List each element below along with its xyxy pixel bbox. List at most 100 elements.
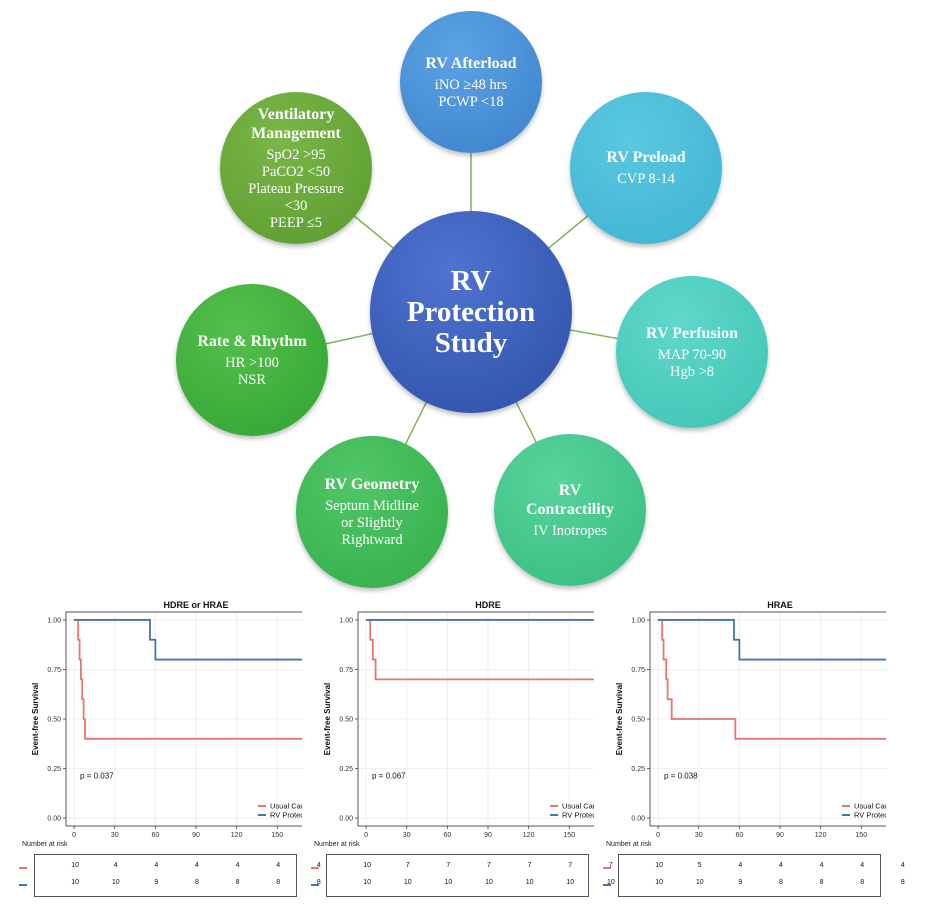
y-tick-label: 0.00	[631, 816, 645, 823]
legend-label: RV Protection	[270, 811, 302, 820]
risk-cell: 7	[527, 862, 532, 869]
y-tick-label: 0.50	[631, 717, 645, 724]
x-tick-label: 150	[271, 832, 283, 838]
risk-cell: 8	[276, 879, 281, 886]
legend-label: Usual Care	[562, 802, 594, 811]
p-value: p = 0.038	[664, 771, 698, 780]
risk-cell: 10	[566, 879, 575, 886]
survival-curve-rv-protection	[74, 619, 302, 661]
km-panel-hrae: HRAE0.000.250.500.751.000306090120150180…	[594, 598, 905, 924]
node-detail: Hgb >8	[669, 363, 715, 380]
risk-cell: 5	[697, 862, 702, 869]
risk-cell: 8	[316, 879, 321, 886]
node-detail: NSR	[237, 371, 267, 388]
risk-row-marker	[603, 884, 611, 886]
km-panel-hdre: HDRE0.000.250.500.751.000306090120150180…	[302, 598, 615, 924]
y-tick-label: 1.00	[47, 617, 61, 624]
y-tick-label: 0.75	[339, 667, 353, 674]
legend-label: Usual Care	[270, 802, 302, 811]
risk-cell: 8	[900, 879, 905, 886]
chart-title: HDRE	[475, 600, 501, 610]
risk-row-marker	[311, 867, 319, 869]
legend-label: RV Protection	[854, 811, 886, 820]
y-axis-label: Event-free Survival	[31, 683, 40, 755]
risk-cell: 4	[195, 862, 199, 869]
p-value: p = 0.037	[80, 771, 114, 780]
p-value: p = 0.067	[372, 771, 406, 780]
node-title: RV Protection Study	[406, 264, 536, 359]
node-detail: PCWP <18	[438, 93, 504, 110]
risk-cell: 10	[525, 879, 534, 886]
x-tick-label: 120	[523, 832, 535, 838]
risk-cell: 4	[235, 862, 240, 869]
risk-cell: 4	[154, 862, 159, 869]
x-tick-label: 150	[855, 832, 867, 838]
node-title: Rate & Rhythm	[197, 332, 307, 350]
km-plot: HDRE0.000.250.500.751.000306090120150180…	[323, 600, 594, 838]
node-detail: <30	[284, 197, 308, 214]
risk-row-marker	[19, 867, 27, 869]
node-title: RV Geometry	[324, 476, 420, 493]
risk-cell: 4	[860, 862, 865, 869]
x-tick-label: 0	[656, 832, 660, 838]
km-plot: HRAE0.000.250.500.751.000306090120150180…	[615, 600, 886, 838]
node-detail: HR >100	[225, 354, 279, 371]
risk-cell: 10	[111, 879, 120, 886]
risk-cell: 8	[235, 879, 240, 886]
risk-cell: 7	[446, 862, 451, 869]
node-title: Ventilatory Management	[251, 105, 341, 142]
risk-cell: 7	[487, 862, 491, 869]
chart-title: HRAE	[767, 600, 793, 610]
risk-row-marker	[311, 884, 319, 886]
risk-cell: 8	[860, 879, 865, 886]
x-tick-label: 90	[192, 832, 200, 838]
x-tick-label: 30	[403, 832, 411, 838]
risk-table-title: Number at risk	[314, 841, 360, 848]
risk-cell: 10	[606, 879, 615, 886]
y-tick-label: 0.50	[47, 717, 61, 724]
risk-cell: 4	[738, 862, 743, 869]
node-detail: or Slightly	[341, 515, 403, 531]
x-tick-label: 120	[231, 832, 243, 838]
risk-cell: 10	[363, 879, 372, 886]
risk-cell: 10	[655, 879, 664, 886]
x-tick-label: 30	[111, 832, 119, 838]
node-detail: IV Inotropes	[533, 522, 607, 539]
x-tick-label: 150	[563, 832, 575, 838]
risk-cell: 9	[738, 879, 743, 886]
node-detail: PaCO2 <50	[261, 163, 331, 180]
legend-label: Usual Care	[854, 802, 886, 811]
risk-cell: 4	[779, 862, 783, 869]
x-tick-label: 120	[815, 832, 827, 838]
risk-cell: 7	[568, 862, 573, 869]
y-tick-label: 0.25	[47, 766, 61, 773]
risk-cell: 10	[363, 862, 372, 869]
node-title: RV Preload	[606, 149, 686, 166]
risk-cell: 4	[276, 862, 281, 869]
x-tick-label: 60	[735, 832, 743, 838]
risk-table-title: Number at risk	[606, 841, 652, 848]
node-detail: Plateau Pressure	[248, 180, 344, 197]
risk-cell: 7	[405, 862, 410, 869]
node-detail: SpO2 >95	[266, 146, 326, 163]
survival-curve-usual-care	[366, 619, 594, 681]
risk-cell: 9	[154, 879, 159, 886]
node-detail: Septum Midline	[325, 498, 419, 514]
risk-row-marker	[19, 884, 27, 886]
y-tick-label: 0.25	[631, 766, 645, 773]
risk-cell: 8	[195, 879, 199, 886]
x-tick-label: 30	[695, 832, 703, 838]
